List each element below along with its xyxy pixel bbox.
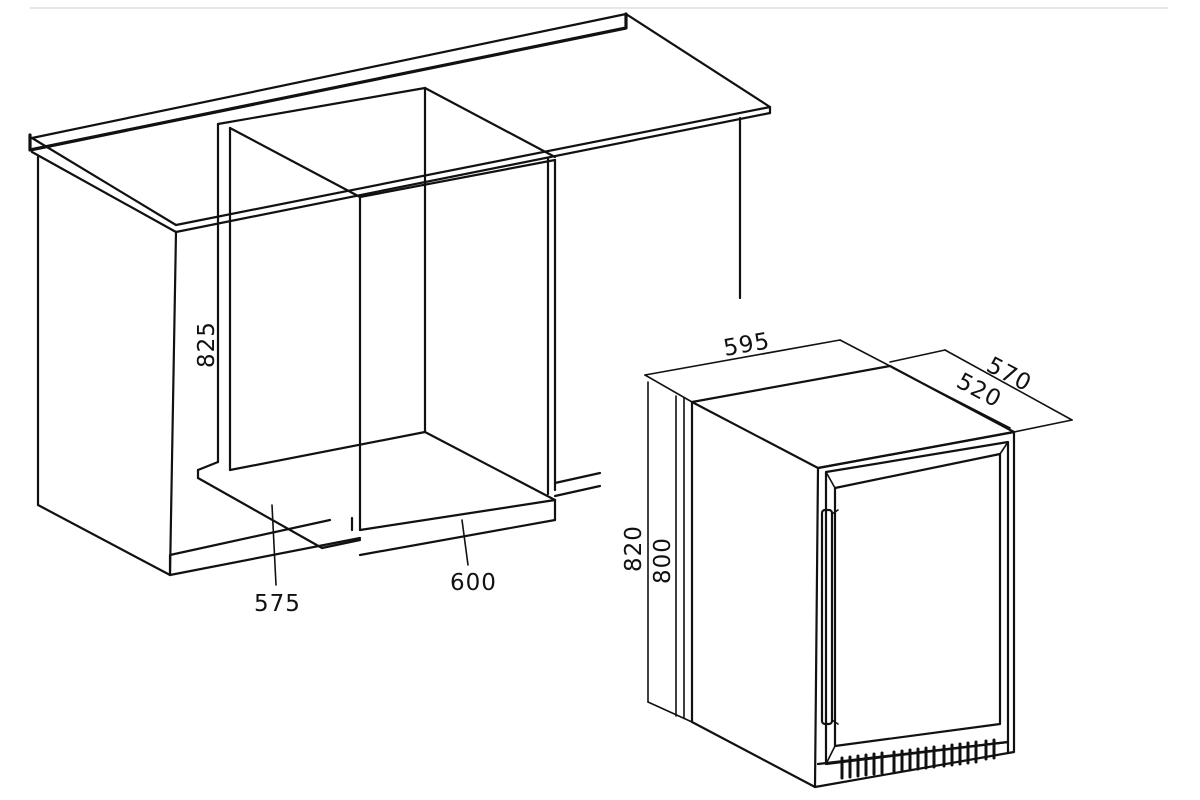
appliance-front <box>813 430 1016 789</box>
left-cabinet <box>36 155 178 577</box>
niche-outline <box>196 86 602 557</box>
dimension-niche-width: 600 <box>450 570 497 596</box>
ventilation-grille-icon <box>840 738 996 780</box>
appliance-dimension-lines <box>644 339 1073 723</box>
countertop-top <box>30 12 772 227</box>
countertop-front-edge <box>30 111 772 234</box>
dimension-niche-depth: 575 <box>254 591 301 617</box>
dimension-appliance-height-body: 800 <box>650 537 676 584</box>
door-glass <box>833 452 1002 748</box>
plinth-front <box>168 536 362 577</box>
left-plinth <box>168 518 332 577</box>
door-frame <box>824 440 1010 766</box>
countertop-upstand <box>28 12 628 152</box>
leader-600 <box>461 519 469 566</box>
dimension-niche-height: 825 <box>194 321 220 368</box>
door-handle-icon <box>820 508 839 726</box>
appliance <box>644 339 1073 789</box>
dimension-appliance-height-total: 820 <box>621 525 647 572</box>
dimension-appliance-width: 595 <box>722 328 773 362</box>
kitchen-cabinet-run <box>28 12 772 586</box>
leader-575 <box>271 504 277 586</box>
appliance-left-side <box>690 400 820 789</box>
